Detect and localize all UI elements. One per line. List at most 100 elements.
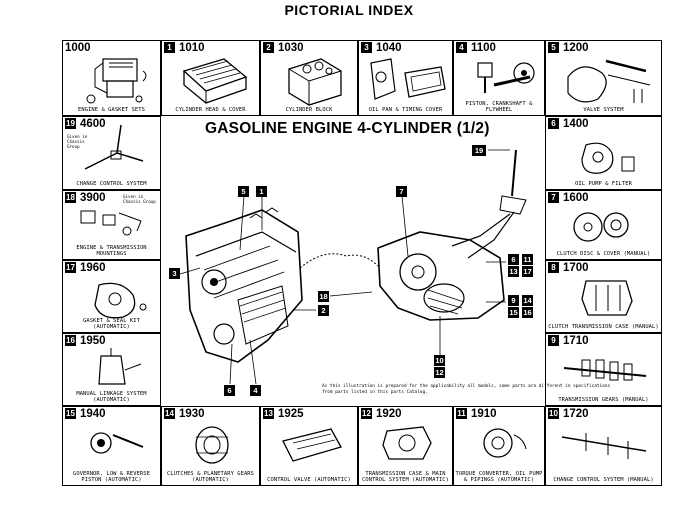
callout-12[interactable]: 12 — [434, 367, 445, 378]
cell-1940[interactable]: 15 1940 GOVERNOR, LOW & REVERSE PISTON (A… — [62, 406, 161, 486]
index-badge: 12 — [361, 408, 372, 419]
code-label: 3900 — [80, 192, 106, 204]
index-badge: 2 — [263, 42, 274, 53]
code-label: 1700 — [563, 262, 589, 274]
code-label: 1940 — [80, 408, 106, 420]
callout-11[interactable]: 11 — [522, 254, 533, 265]
index-badge: 13 — [263, 408, 274, 419]
callout-17[interactable]: 17 — [522, 266, 533, 277]
index-badge: 11 — [456, 408, 467, 419]
code-label: 1710 — [563, 335, 589, 347]
index-badge: 4 — [456, 42, 467, 53]
code-label: 1600 — [563, 192, 589, 204]
code-label: 1925 — [278, 408, 304, 420]
index-badge: 16 — [65, 335, 76, 346]
caption: CLUTCH TRANSMISSION CASE (MANUAL) — [548, 323, 659, 330]
callout-6b[interactable]: 6 — [508, 254, 519, 265]
caption: PISTON, CRANKSHAFT & FLYWHEEL — [465, 100, 533, 113]
clutch-disc-illustration — [573, 212, 629, 242]
code-label: 1400 — [563, 118, 589, 130]
caption: TRANSMISSION CASE & MAIN CONTROL SYSTEM … — [362, 470, 449, 483]
oil-pan-illustration — [370, 58, 446, 100]
callout-16[interactable]: 16 — [522, 307, 533, 318]
index-badge: 6 — [548, 118, 559, 129]
engine-mountings-illustration — [80, 210, 142, 236]
oil-pump-filter-illustration — [581, 142, 635, 174]
callout-15[interactable]: 15 — [508, 307, 519, 318]
callout-6[interactable]: 6 — [224, 385, 235, 396]
applicability-note: As this illustration is prepared for the… — [322, 384, 611, 395]
cell-1030[interactable]: 2 1030 CYLINDER BLOCK — [260, 40, 358, 116]
code-label: 1030 — [278, 42, 304, 54]
caption: CYLINDER BLOCK — [285, 106, 333, 113]
callout-2[interactable]: 2 — [318, 305, 329, 316]
index-badge: 10 — [548, 408, 559, 419]
code-label: 1720 — [563, 408, 589, 420]
caption: CLUTCH DISC & COVER (MANUAL) — [556, 250, 651, 257]
torque-converter-illustration — [483, 428, 527, 458]
callout-5[interactable]: 5 — [238, 186, 249, 197]
caption: TORQUE CONVERTER, OIL PUMP & PIPINGS (AU… — [455, 470, 543, 483]
code-label: 1930 — [179, 408, 205, 420]
index-badge: 15 — [65, 408, 76, 419]
cell-1600[interactable]: 7 1600 CLUTCH DISC & COVER (MANUAL) — [545, 190, 662, 260]
change-control-manual-illustration — [561, 433, 647, 459]
transmission-case-illustration — [581, 280, 633, 316]
caption: ENGINE & GASKET SETS — [78, 106, 145, 113]
cylinder-head-illustration — [182, 58, 248, 104]
callout-14[interactable]: 14 — [522, 295, 533, 306]
code-label: 1000 — [65, 42, 91, 54]
cylinder-block-illustration — [288, 58, 342, 106]
index-badge: 17 — [65, 262, 76, 273]
cell-1040[interactable]: 3 1040 OIL PAN & TIMING COVER — [358, 40, 453, 116]
caption: MANUAL LINKAGE SYSTEM (AUTOMATIC) — [76, 390, 147, 403]
caption: GOVERNOR, LOW & REVERSE PISTON (AUTOMATI… — [73, 470, 150, 483]
cell-1720[interactable]: 10 1720 CHANGE CONTROL SYSTEM (MANUAL) — [545, 406, 662, 486]
caption: GASKET & SEAL KIT (AUTOMATIC) — [83, 317, 140, 330]
callout-3[interactable]: 3 — [169, 268, 180, 279]
callout-19[interactable]: 19 — [472, 145, 486, 156]
gasket-seal-kit-illustration — [94, 282, 147, 319]
index-badge: 3 — [361, 42, 372, 53]
code-label: 1010 — [179, 42, 205, 54]
change-control-illustration — [84, 124, 144, 170]
index-badge: 18 — [65, 192, 76, 203]
code-label: 4600 — [80, 118, 106, 130]
transmission-case-auto-illustration — [382, 426, 432, 460]
code-label: 1960 — [80, 262, 106, 274]
callout-4[interactable]: 4 — [250, 385, 261, 396]
index-badge: 7 — [548, 192, 559, 203]
callout-10[interactable]: 10 — [434, 355, 445, 366]
callout-18[interactable]: 18 — [318, 291, 329, 302]
caption: OIL PAN & TIMING COVER — [368, 106, 443, 113]
callout-13[interactable]: 13 — [508, 266, 519, 277]
side-note: Given in Chassis Group — [67, 134, 88, 149]
code-label: 1200 — [563, 42, 589, 54]
cell-1000[interactable]: 1000 ENGINE & GASKET SETS — [62, 40, 161, 116]
caption: VALVE SYSTEM — [583, 106, 624, 113]
cell-1960[interactable]: 17 1960 GASKET & SEAL KIT (AUTOMATIC) — [62, 260, 161, 333]
callout-7[interactable]: 7 — [396, 186, 407, 197]
piston-crankshaft-illustration — [477, 62, 535, 93]
caption: CONTROL VALVE (AUTOMATIC) — [267, 476, 351, 483]
caption: CHANGE CONTROL SYSTEM (MANUAL) — [553, 476, 654, 483]
governor-piston-illustration — [90, 432, 144, 454]
main-diagram-title: GASOLINE ENGINE 4-CYLINDER (1/2) — [205, 120, 490, 137]
callout-9[interactable]: 9 — [508, 295, 519, 306]
callout-1[interactable]: 1 — [256, 186, 267, 197]
cell-1925[interactable]: 13 1925 CONTROL VALVE (AUTOMATIC) — [260, 406, 358, 486]
planetary-gears-illustration — [195, 426, 229, 464]
code-label: 1040 — [376, 42, 402, 54]
